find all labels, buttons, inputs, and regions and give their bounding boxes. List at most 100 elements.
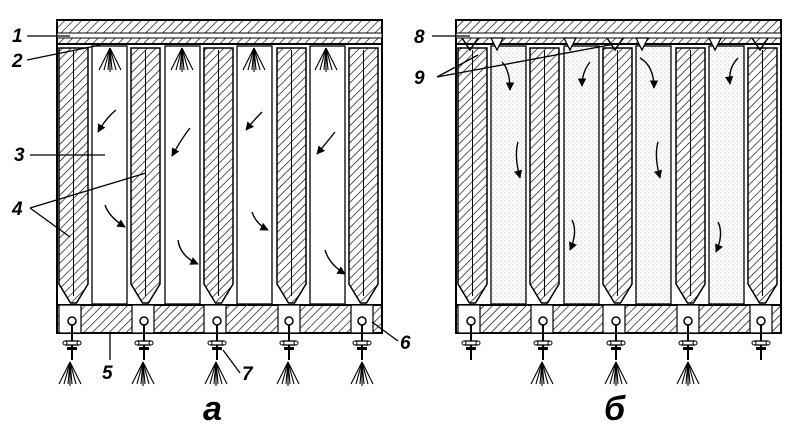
b-bottom-spray-1-ray [541, 361, 554, 385]
callout-4: 4 [11, 199, 23, 220]
a-nozzle-5-lug [352, 340, 358, 346]
b-nozzle-5 [751, 316, 771, 360]
b-nozzle-3-nut [609, 340, 623, 346]
callout-labels: 1 2 3 4 5 6 7 8 9 [11, 26, 425, 385]
a-nozzle-1-lug [62, 340, 68, 346]
b-arrow [513, 141, 523, 179]
caption-b: б [604, 390, 626, 428]
b-nozzle-2 [533, 316, 553, 360]
a-bottom-spray-2 [131, 361, 155, 386]
b-nozzle-1-lug [461, 340, 467, 346]
a-nozzle-2 [134, 316, 154, 360]
callout-2: 2 [11, 51, 23, 72]
a-nozzle-1-lug [76, 340, 82, 346]
b-nozzle-5-nut [754, 340, 768, 346]
a-bottom-spray-5-ray [350, 361, 363, 385]
a-top-spray-1-ray [109, 47, 117, 71]
b-cavity [490, 45, 527, 305]
b-nozzle-5-ball [756, 316, 766, 326]
b-bottom-spray-3-ray [681, 361, 689, 385]
leader-4b [29, 172, 147, 209]
callout-9: 9 [414, 68, 425, 89]
b-branch [751, 37, 769, 52]
b-nozzle-1-ball [466, 316, 476, 326]
a-top-spray-2 [170, 47, 194, 72]
a-bottom-spray-2-ray [142, 361, 150, 385]
a-bottom-spray-5-ray [355, 361, 363, 385]
a-nozzle-3 [207, 316, 227, 360]
b-branch [461, 37, 479, 52]
b-nozzle-2-nut2 [538, 347, 548, 350]
a-bottom-spray-5-ray [361, 361, 374, 385]
a-bottom-spray-2-ray [131, 361, 144, 385]
a-top-spray-3-ray [247, 47, 255, 71]
b-inlet-deflector [707, 37, 723, 52]
b-nozzle-1-nut [464, 340, 478, 346]
a-top-spray-3-ray [242, 47, 255, 71]
b-nozzle-4-ball [683, 316, 693, 326]
a-nozzle-3-lug [221, 340, 227, 346]
b-nozzle-1-lug [475, 340, 481, 346]
a-top-spray-4 [314, 47, 338, 72]
b-nozzle-5-nut2 [756, 347, 766, 350]
a-nozzle-3-nut [210, 340, 224, 346]
a-arrow [245, 111, 263, 131]
b-bottom-spray-1-ray [530, 361, 543, 385]
a-bottom-spray-4-ray [287, 361, 295, 385]
leader-7 [222, 349, 241, 374]
b-branch [606, 37, 624, 52]
a-top-spray-3-ray [253, 47, 266, 71]
b-bottom-spray-3-ray [676, 361, 689, 385]
b-nozzle-4-nut [681, 340, 695, 346]
a-top-spray-1-ray [98, 47, 111, 71]
leader-9a [436, 54, 479, 78]
a-nozzle-4-ball [284, 316, 294, 326]
a-arrow [171, 127, 191, 157]
b-bottom-spray-1 [530, 361, 554, 386]
b-nozzle-3-nut2 [611, 347, 621, 350]
b-arrow [715, 221, 723, 253]
b-bottom-spray-1-ray [541, 361, 549, 385]
a-bottom-spray-4-ray [287, 361, 300, 385]
b-arrow [639, 57, 659, 89]
b-cavity [563, 45, 600, 305]
a-bottom-spray-4 [276, 361, 300, 386]
b-inlet-deflector [634, 37, 650, 52]
a-nozzle-4-nut2 [284, 347, 294, 350]
a-nozzle-1 [62, 316, 82, 360]
b-nozzle-1 [461, 316, 481, 360]
b-cavity [708, 45, 745, 305]
a-nozzle-4-lug [293, 340, 299, 346]
a-top-spray-3 [242, 47, 266, 72]
a-bottom-spray-2-ray [136, 361, 144, 385]
b-bottom-spray-2-ray [615, 361, 628, 385]
a-top-spray-2-ray [170, 47, 183, 71]
a-nozzle-3-ball [212, 316, 222, 326]
a-top-spray-2-ray [181, 47, 189, 71]
a-bottom-spray-1-ray [69, 361, 77, 385]
b-bottom-spray-2-ray [615, 361, 623, 385]
b-nozzle-2-ball [538, 316, 548, 326]
a-arrow [177, 239, 199, 265]
a-top-spray-1 [98, 47, 122, 72]
b-bottom-spray-3-ray [687, 361, 700, 385]
a-top-spray-4-ray [319, 47, 327, 71]
b-nozzle-2-lug [533, 340, 539, 346]
a-nozzle-5-lug [366, 340, 372, 346]
leader-lines [26, 35, 616, 374]
a-nozzle-3-nut2 [212, 347, 222, 350]
a-nozzle-2-ball [139, 316, 149, 326]
b-arrow [501, 61, 515, 91]
a-cavity [309, 45, 346, 305]
b-inlet-deflector [489, 37, 505, 52]
a-cavity [91, 45, 128, 305]
b-nozzle-3 [606, 316, 626, 360]
a-arrow [324, 249, 346, 275]
a-top-spray-2-ray [181, 47, 194, 71]
a-cavity [164, 45, 201, 305]
a-arrow [251, 211, 269, 231]
leader-4a [29, 207, 71, 238]
a-top-spray-4-ray [314, 47, 327, 71]
a-bottom-spray-4-ray [281, 361, 289, 385]
